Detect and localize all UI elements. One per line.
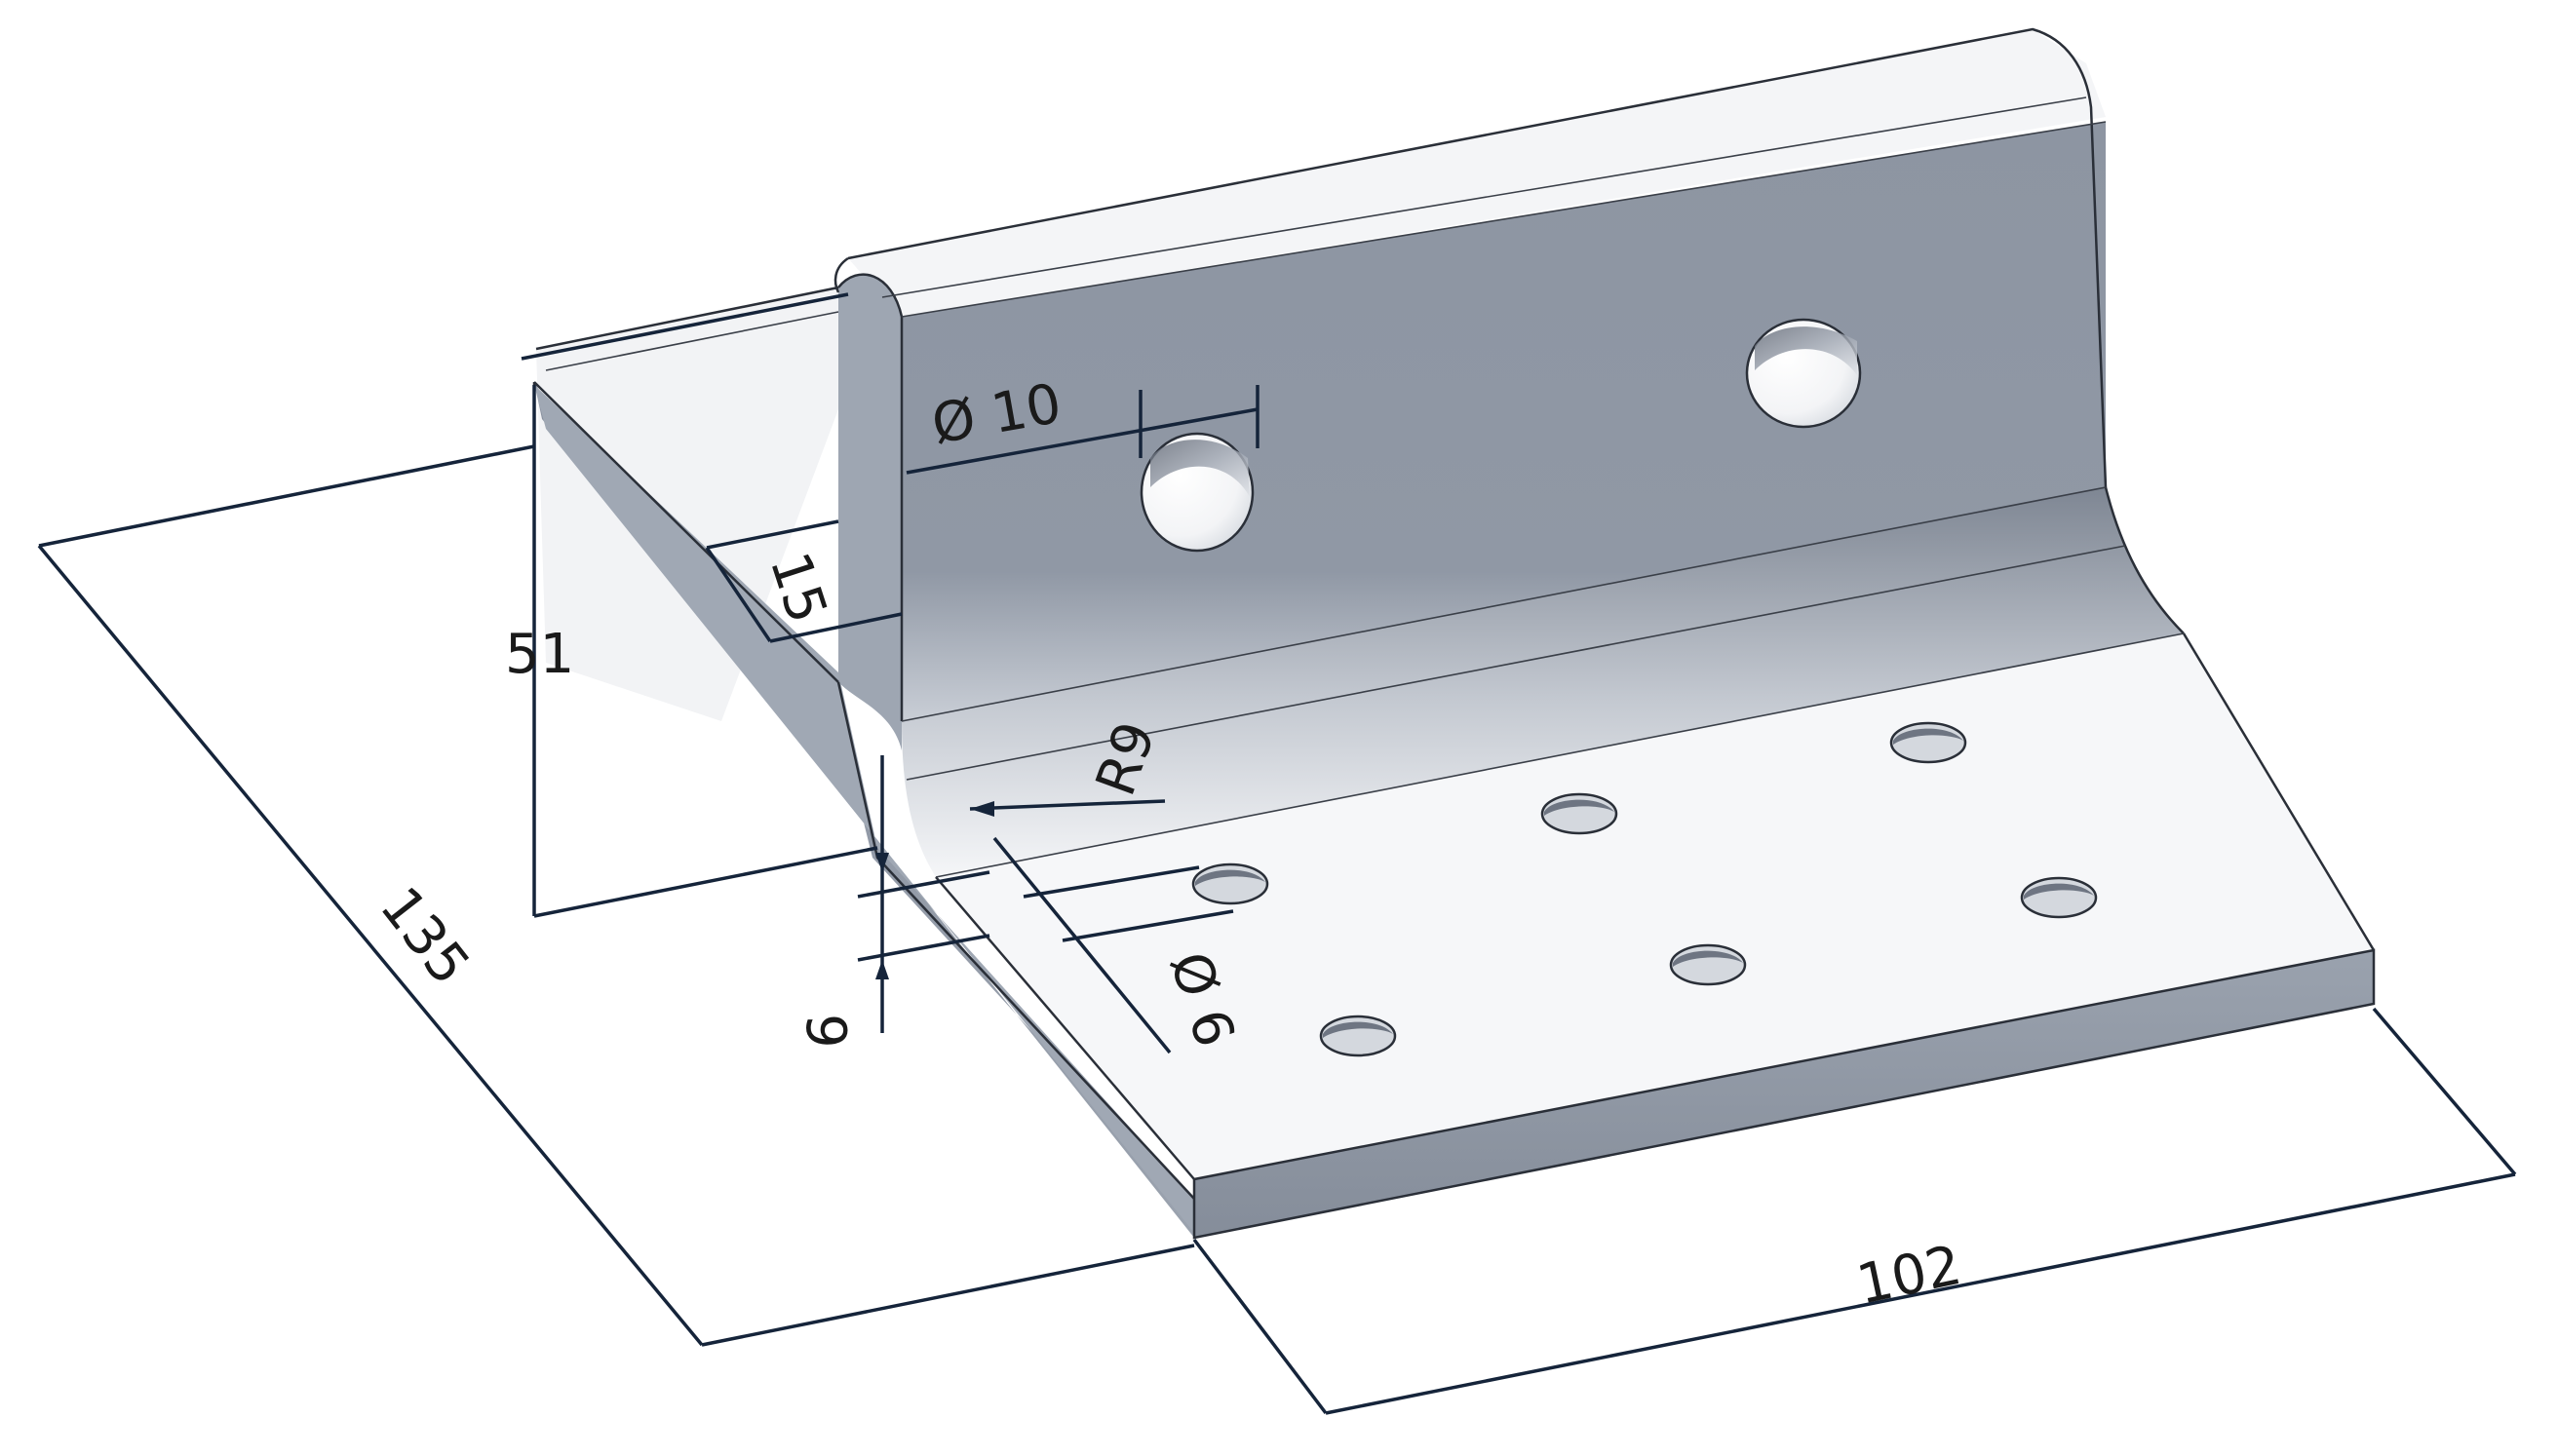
dimension-lines	[37, 292, 2517, 1415]
large-holes	[1140, 318, 1862, 553]
small-holes	[1191, 721, 2098, 1057]
small-hole	[2020, 876, 2098, 919]
small-hole	[1319, 1015, 1397, 1057]
dim-135-label: 135	[368, 876, 482, 997]
left-plate-top-face	[536, 287, 838, 721]
upright-face	[902, 122, 2106, 721]
dim-9-label: 9	[794, 1014, 857, 1049]
small-hole	[1540, 792, 1618, 835]
upright-side	[838, 274, 902, 750]
base-front-face	[1194, 950, 2374, 1238]
bracket-body	[532, 27, 2376, 1240]
dim-51-label: 51	[505, 623, 574, 686]
small-hole	[1191, 862, 1269, 905]
fillet-face	[902, 487, 2184, 877]
small-hole	[1889, 721, 1967, 764]
base-top-face	[936, 633, 2374, 1179]
dim-102-label: 102	[1851, 1234, 1966, 1318]
small-hole	[1669, 943, 1747, 986]
upright-top-strip	[848, 29, 2106, 317]
